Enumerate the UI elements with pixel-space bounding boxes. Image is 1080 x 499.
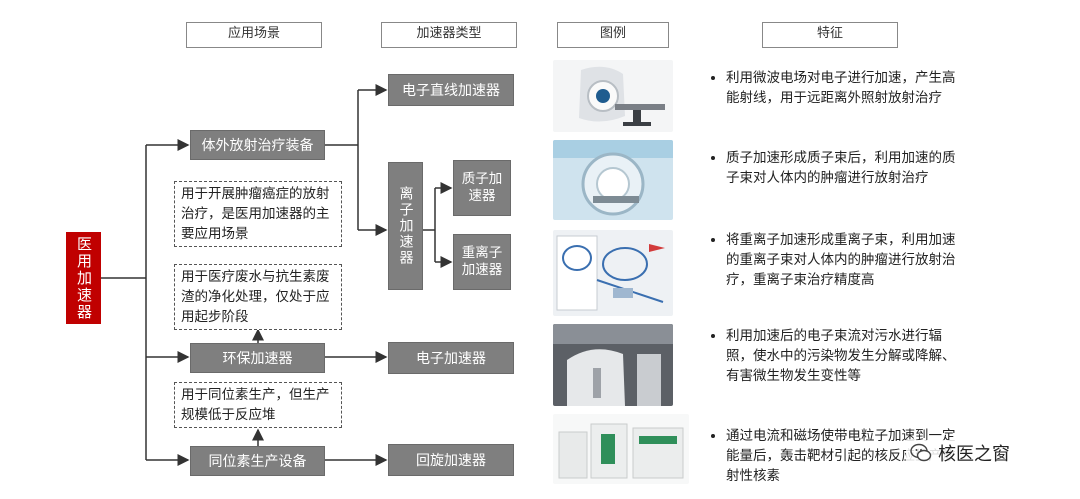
header-feature: 特征 [762,22,898,48]
image-proton-therapy-room [553,140,673,220]
scene-external-radiotherapy: 体外放射治疗装备 [190,130,325,160]
brand-name: 核医之窗 [938,444,1010,465]
feature-electron-linac: 利用微波电场对电子进行加速，产生高能射线，用于远距离外照射放射治疗 [712,68,962,108]
feature-text: 通过电流和磁场使带电粒子加速到一定能量后，轰击靶材引起的核反应生产放射性核素 [726,426,962,486]
image-cyclotron-units [553,414,689,484]
root-medical-accelerator: 医用加速器 [66,232,101,324]
image-heavy-ion-schematic [553,230,673,316]
note-isotope: 用于同位素生产，但生产规模低于反应堆 [174,382,342,428]
feature-electron: 利用加速后的电子束流对污水进行辐照，使水中的污染物发生分解或降解、有害微生物发生… [712,326,962,386]
type-electron-linac: 电子直线加速器 [388,74,514,106]
root-label: 医用加速器 [75,235,93,321]
type-proton-accelerator: 质子加速器 [453,160,511,216]
feature-text: 利用微波电场对电子进行加速，产生高能射线，用于远距离外照射放射治疗 [726,68,962,108]
type-ion-label: 离子加速器 [397,186,414,266]
image-electron-linac-machine [553,60,673,132]
type-ion-accelerator: 离子加速器 [388,162,423,290]
note-env: 用于医疗废水与抗生素废渣的净化处理，仅处于应用起步阶段 [174,264,342,330]
feature-proton: 质子加速形成质子束后，利用加速的质子束对人体内的肿瘤进行放射治疗 [712,148,962,188]
type-cyclotron: 回旋加速器 [388,444,514,476]
type-electron-accelerator: 电子加速器 [388,342,514,374]
type-heavy-ion-accelerator: 重离子加速器 [453,234,511,290]
header-type: 加速器类型 [381,22,517,48]
feature-cyclotron: 通过电流和磁场使带电粒子加速到一定能量后，轰击靶材引起的核反应生产放射性核素 [712,426,962,486]
scene-isotope-production: 同位素生产设备 [190,446,325,476]
feature-heavy-ion: 将重离子加速形成重离子束，利用加速的重离子束对人体内的肿瘤进行放射治疗，重离子束… [712,230,962,290]
feature-text: 利用加速后的电子束流对污水进行辐照，使水中的污染物发生分解或降解、有害微生物发生… [726,326,962,386]
header-scene: 应用场景 [186,22,322,48]
header-example: 图例 [557,22,669,48]
image-electron-irradiation-equipment [553,324,673,406]
scene-environmental-accelerator: 环保加速器 [190,343,325,373]
feature-text: 将重离子加速形成重离子束，利用加速的重离子束对人体内的肿瘤进行放射治疗，重离子束… [726,230,962,290]
wechat-icon [910,443,932,462]
note-external: 用于开展肿瘤癌症的放射治疗，是医用加速器的主要应用场景 [174,181,342,247]
feature-text: 质子加速形成质子束后，利用加速的质子束对人体内的肿瘤进行放射治疗 [726,148,962,188]
brand-watermark: 核医之窗 [906,440,1014,466]
